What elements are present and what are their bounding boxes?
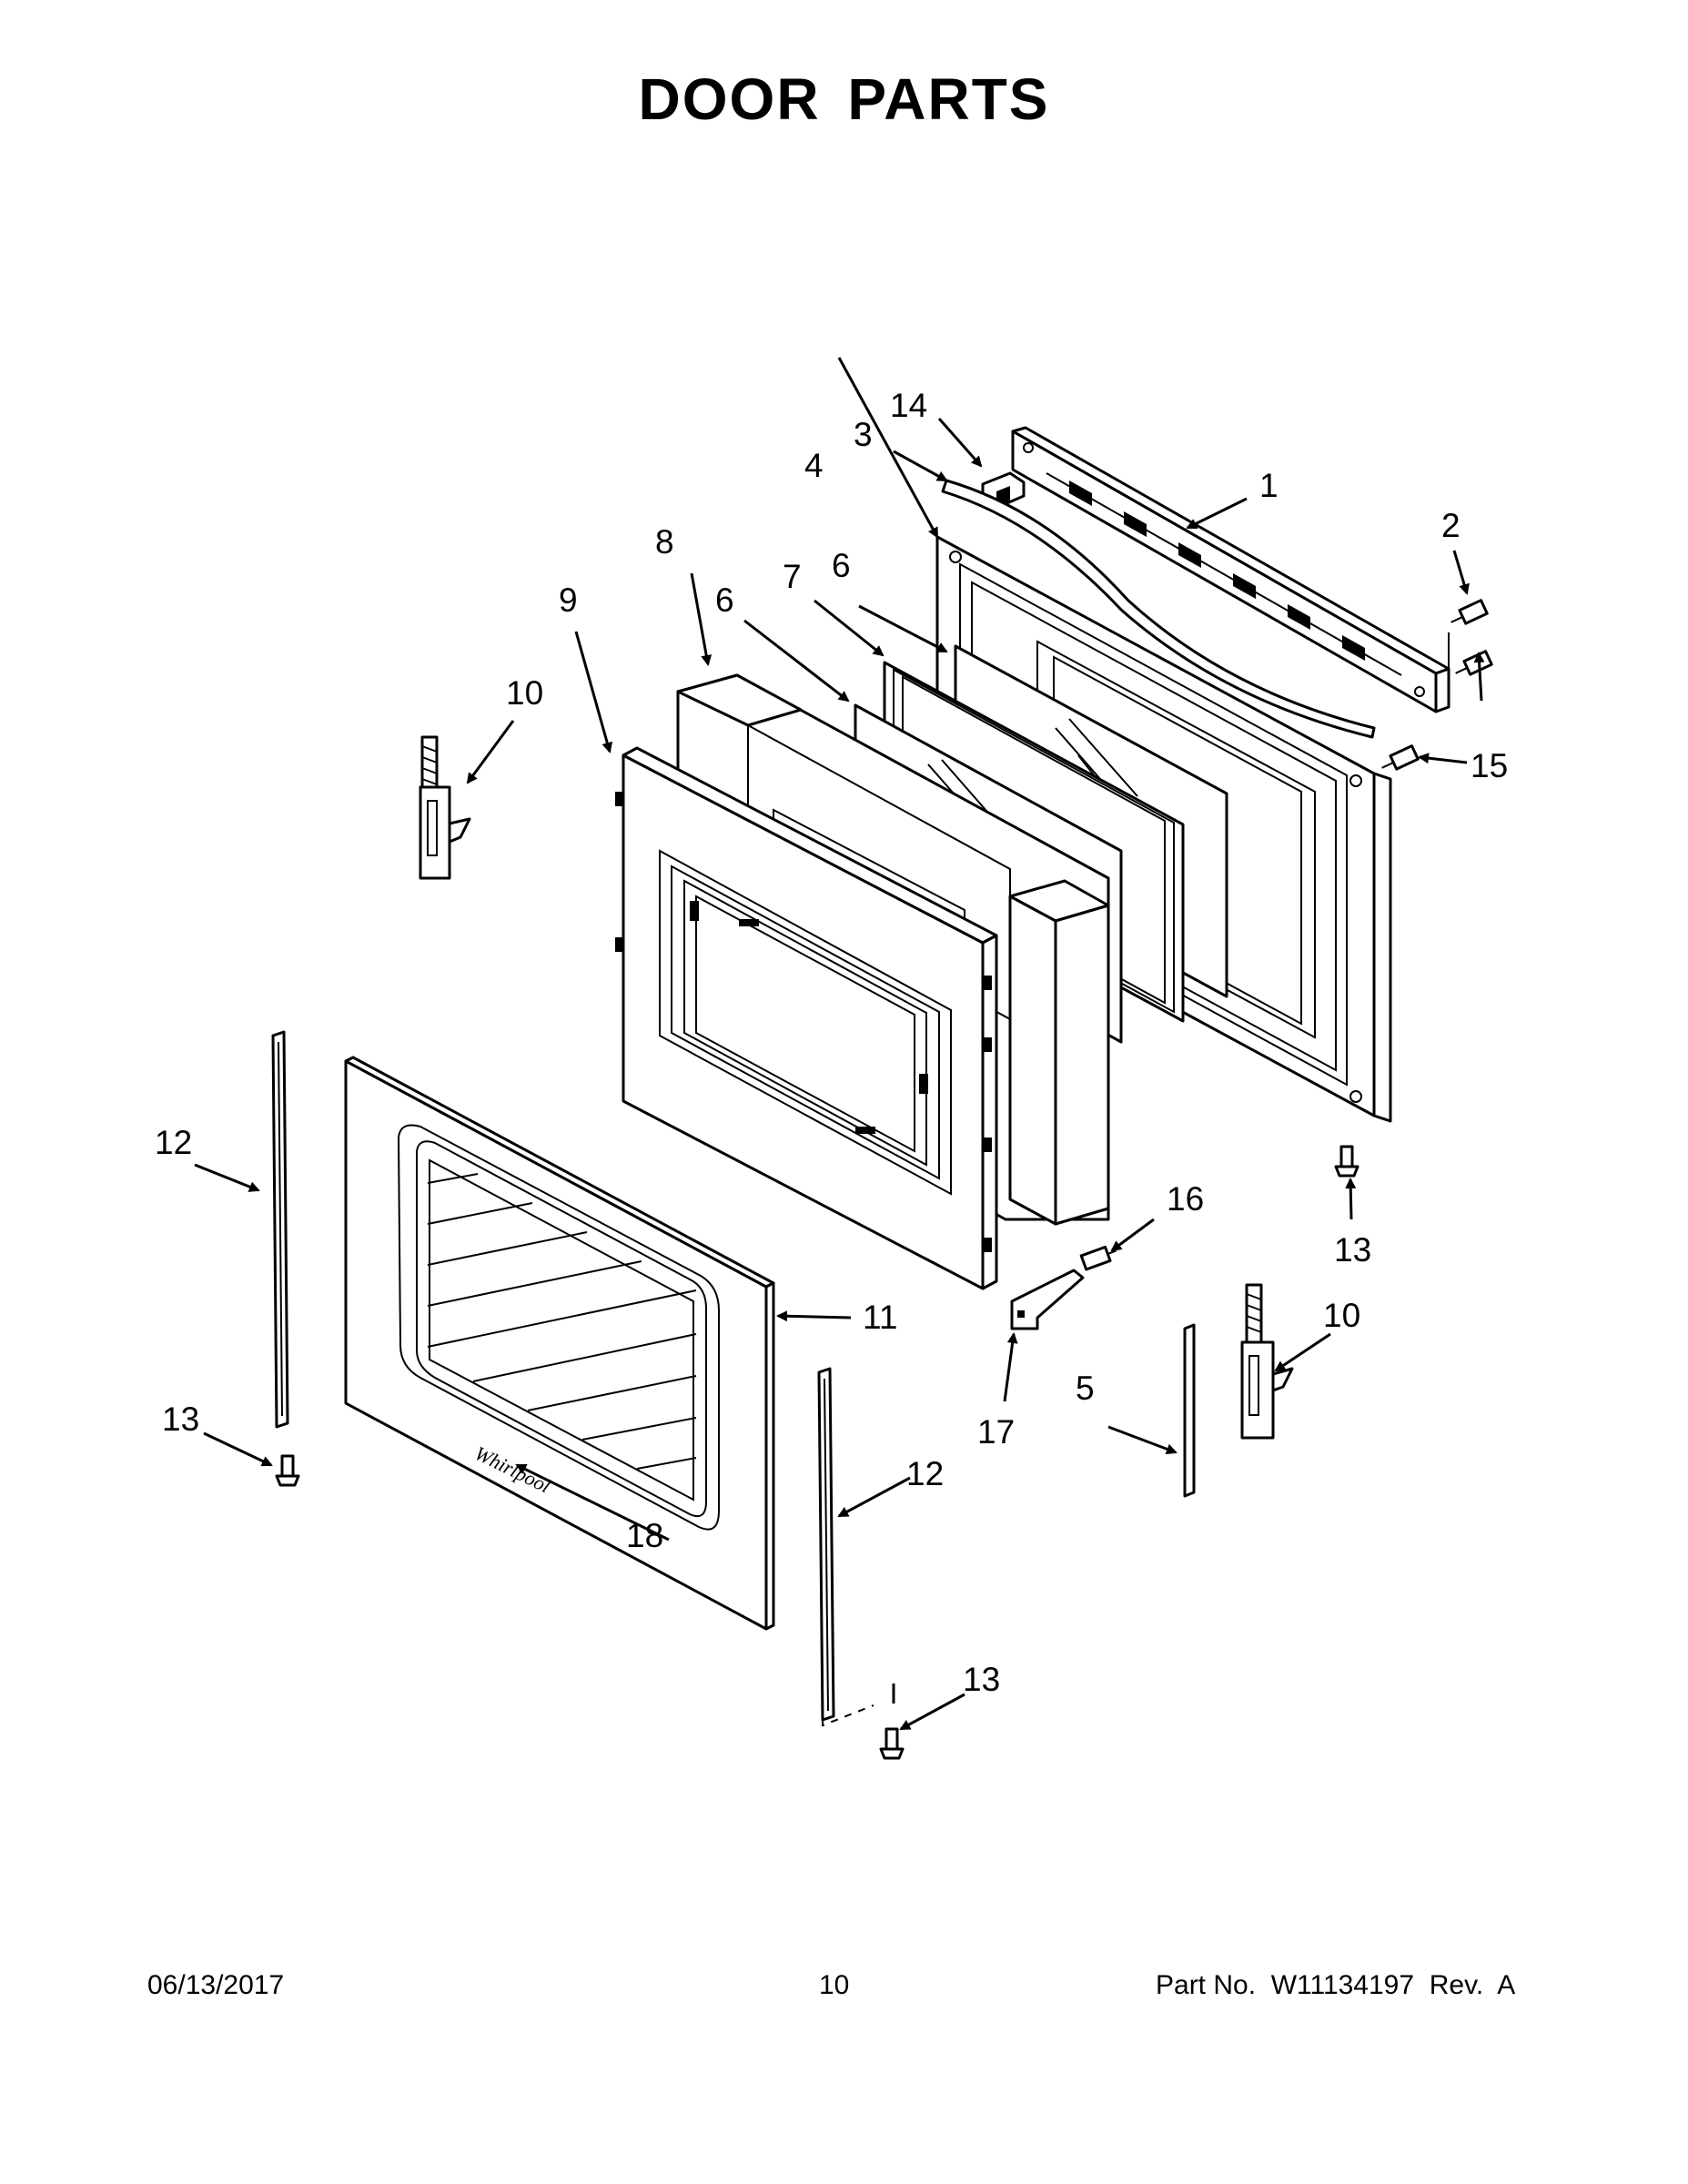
part-deflector [941,479,1376,739]
callout-4: 4 [804,447,824,484]
callout-13a: 13 [1334,1231,1371,1269]
callout-7: 7 [783,558,802,595]
callout-12a: 12 [155,1124,192,1161]
callout-15: 15 [1471,747,1508,784]
callout-18: 18 [626,1517,663,1554]
callout-6b: 6 [715,581,734,619]
footer-date: 06/13/2017 [147,1970,285,2000]
callout-8: 8 [655,523,674,561]
callout-1: 1 [1259,467,1279,504]
callout-3: 3 [854,416,873,453]
part-screws-13 [275,1145,1359,1760]
callout-12b: 12 [906,1455,944,1492]
callout-9: 9 [559,581,578,619]
part-trim-left [271,1030,289,1429]
callout-14: 14 [890,387,927,424]
callout-16: 16 [1167,1180,1204,1218]
footer-page-number: 10 [819,1970,850,2000]
page-title: DOOR PARTS [638,66,1050,132]
callout-6a: 6 [832,547,851,584]
callout-17: 17 [977,1413,1015,1451]
callout-13b: 13 [162,1400,199,1438]
callout-11: 11 [863,1299,897,1336]
part-strip [1183,1323,1196,1498]
part-bracket [1010,1245,1117,1330]
part-hinge-left [419,735,471,880]
part-outer-door: Whirlpool [344,1056,775,1631]
part-vent-trim [1011,426,1450,713]
callout-labels: 1 2 3 4 5 6 6 7 8 9 10 10 11 12 12 13 13… [155,387,1508,1698]
callout-5: 5 [1076,1370,1095,1407]
callout-2: 2 [1441,507,1461,544]
leader-lines [194,357,1485,1731]
part-trim-right [817,1367,895,1727]
footer-part-number: Part No. W11134197 Rev. A [1156,1970,1516,2000]
part-hinge-right [1240,1283,1294,1440]
callout-10b: 10 [1323,1297,1360,1334]
callout-13c: 13 [963,1661,1000,1698]
callout-10a: 10 [506,674,543,712]
part-window-frame [615,746,998,1290]
